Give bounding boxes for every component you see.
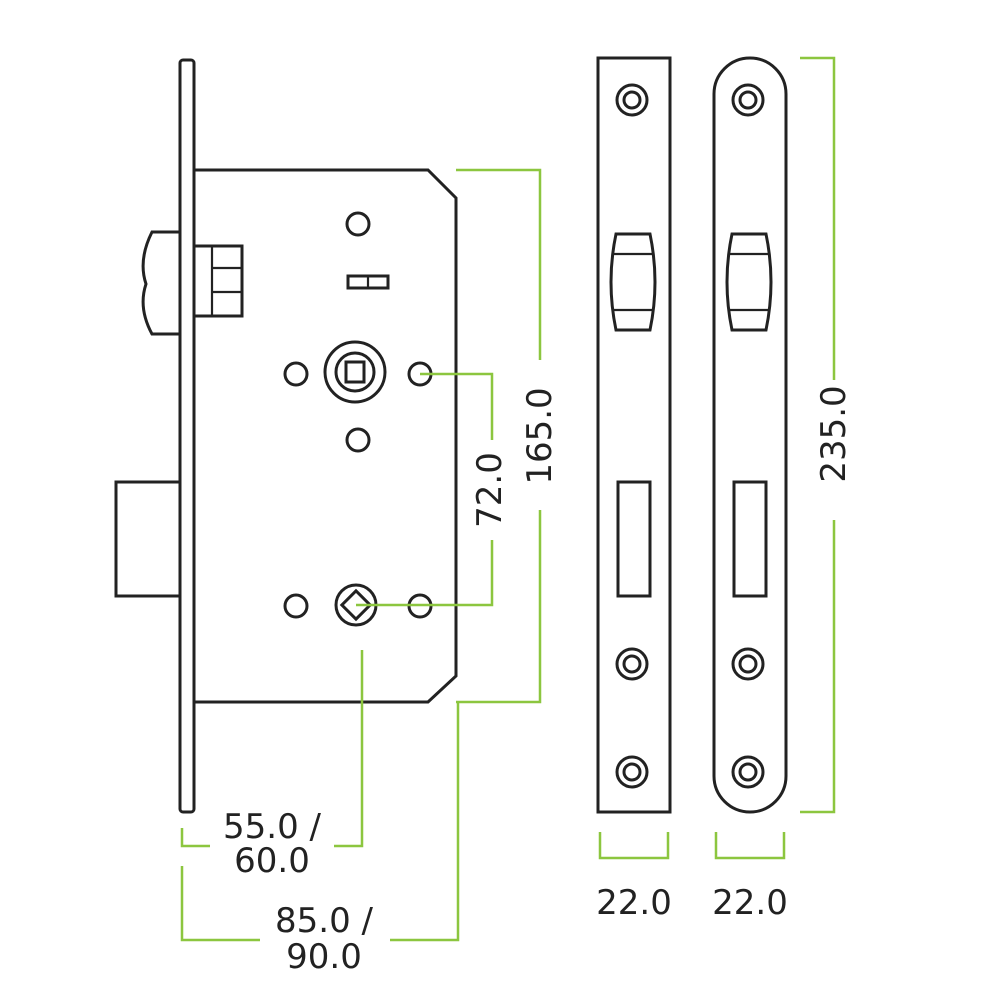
dimension-labels: 165.0 72.0 235.0 55.0 / 60.0 85.0 / 90.0… xyxy=(223,385,854,977)
centres-label: 72.0 xyxy=(470,452,510,528)
forend-plate-side xyxy=(178,58,196,814)
dimension-lines xyxy=(180,56,836,942)
key-follower-square xyxy=(339,588,373,622)
forend-square-front-view xyxy=(596,56,672,814)
forend-radius-front-view xyxy=(712,56,788,814)
case-depth-label-line2: 90.0 xyxy=(286,937,362,977)
backset-label-line1: 55.0 / xyxy=(223,807,322,847)
case-fixing-hole-top xyxy=(345,211,371,237)
latch-bolt xyxy=(141,230,182,336)
lock-case xyxy=(192,168,458,704)
lever-follower-inner xyxy=(334,351,376,393)
forend-radius-bolt-opening xyxy=(732,480,768,598)
backset-label-line2: 60.0 xyxy=(234,841,310,881)
case-depth-label-line1: 85.0 / xyxy=(275,901,374,941)
forend-radius-latch-opening xyxy=(725,232,773,332)
forend-square-bolt-opening xyxy=(616,480,652,598)
case-fixing-hole-mid xyxy=(345,427,371,453)
forend-square-width-label: 22.0 xyxy=(596,883,672,923)
forend-square-latch-opening xyxy=(609,232,657,332)
lever-spindle-square xyxy=(344,360,366,384)
latch-bolt-tail xyxy=(192,244,244,318)
forend-radius-plate xyxy=(712,56,788,814)
follower-hole-left xyxy=(283,361,309,387)
lock-body-side-view xyxy=(114,58,458,814)
forend-height-label: 235.0 xyxy=(814,385,854,482)
lever-follower-outer xyxy=(323,340,387,404)
forend-radius-width-label: 22.0 xyxy=(712,883,788,923)
dead-bolt xyxy=(114,480,182,598)
forend-square-plate xyxy=(596,56,672,814)
cylinder-hole-left xyxy=(283,593,309,619)
case-height-label: 165.0 xyxy=(520,387,560,484)
